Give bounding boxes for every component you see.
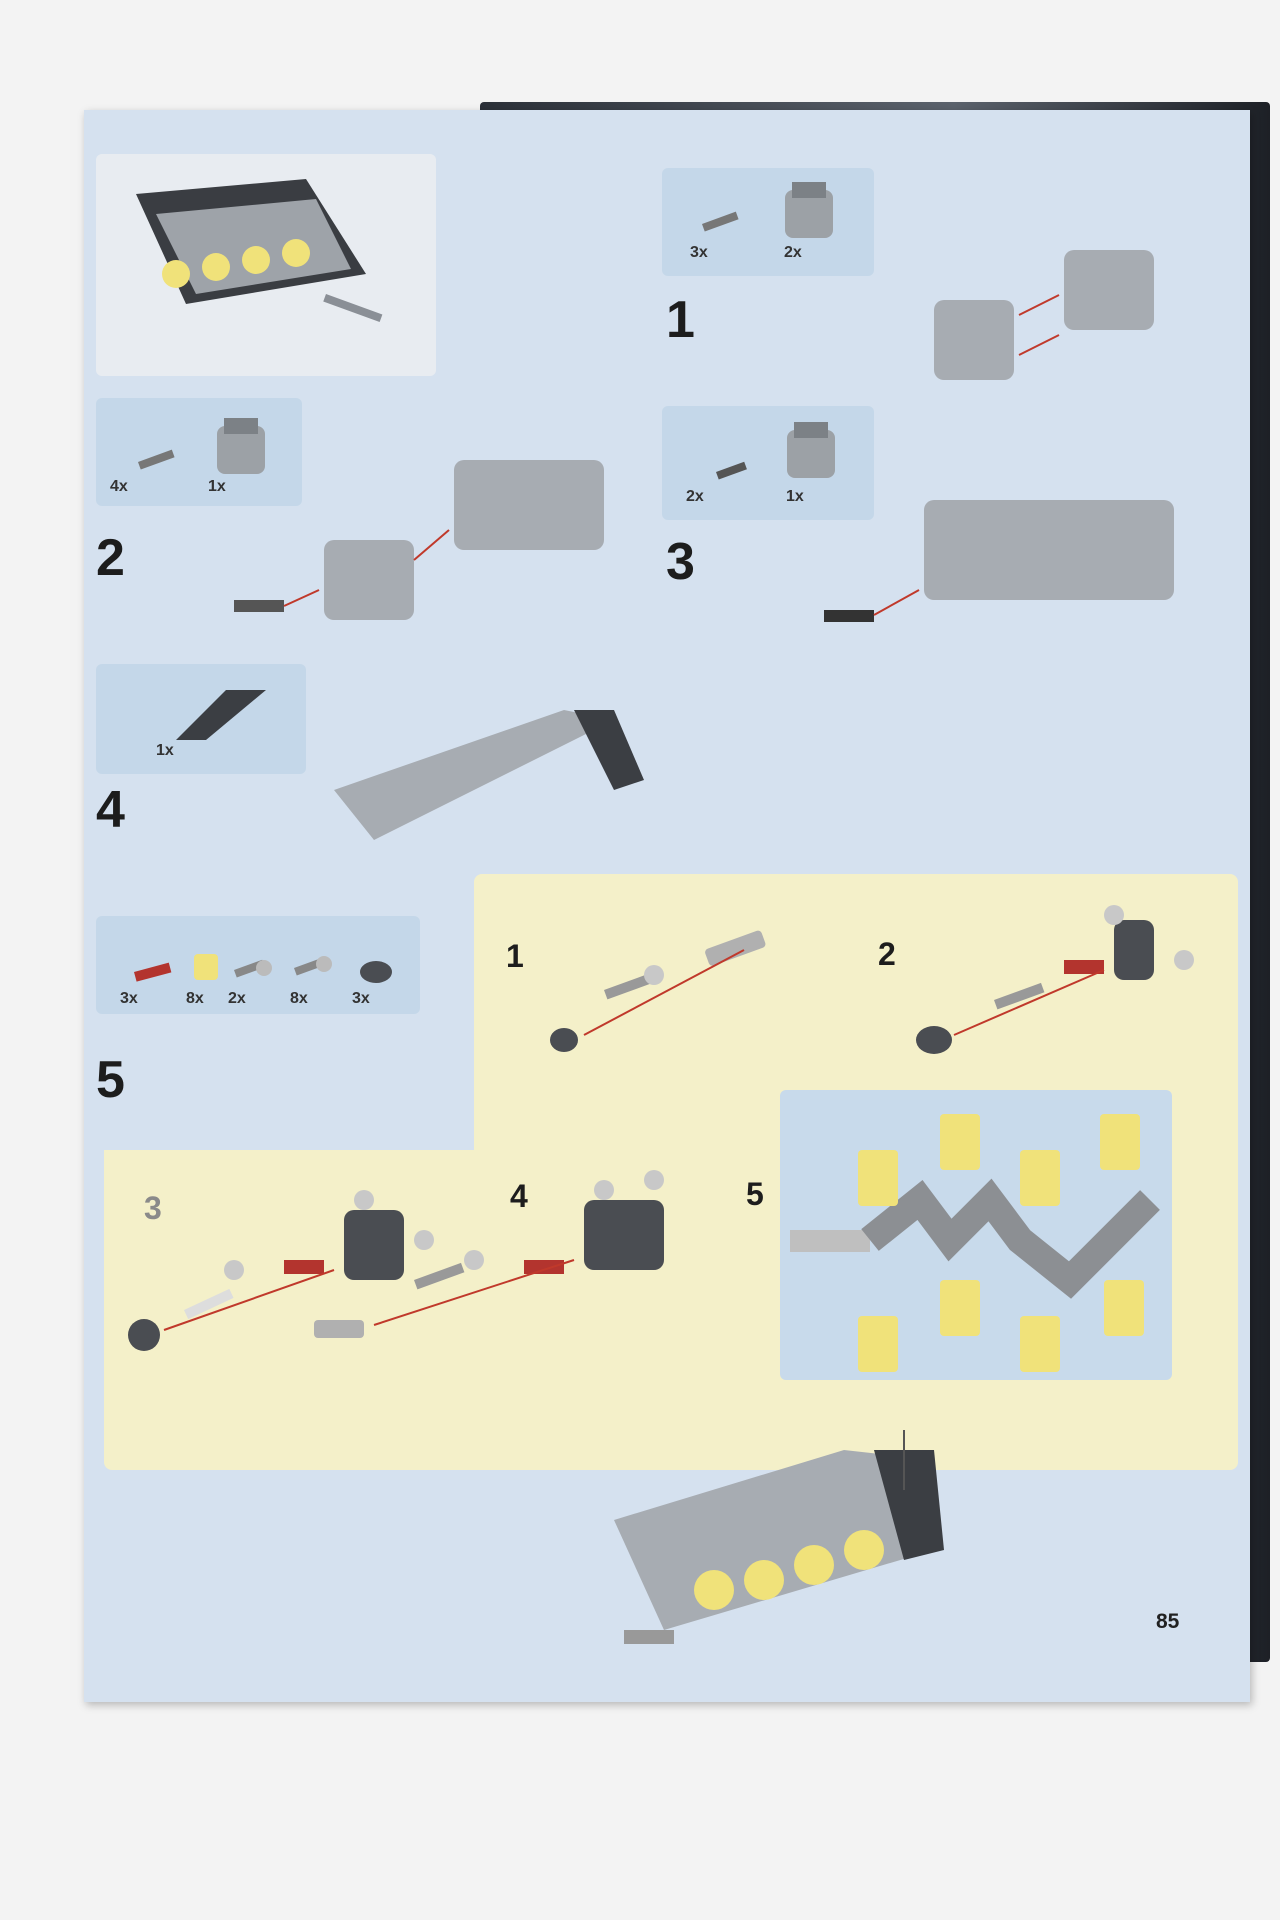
rod-part-icon bbox=[294, 956, 332, 976]
assembled-engine-illustration bbox=[136, 179, 383, 323]
step-number: 4 bbox=[96, 781, 125, 839]
part-qty: 2x bbox=[686, 488, 704, 505]
piston bbox=[1020, 1316, 1060, 1372]
substep-number: 1 bbox=[506, 938, 524, 974]
substep-number: 2 bbox=[878, 936, 896, 972]
part-qty: 3x bbox=[352, 990, 370, 1007]
parts-callout-step2: 4x 1x bbox=[96, 398, 302, 506]
piston bbox=[858, 1150, 898, 1206]
connector-part-icon bbox=[233, 959, 272, 978]
axle-part-icon bbox=[134, 962, 172, 982]
final-engine-assembly-illustration bbox=[614, 1430, 944, 1644]
parts-callout-step3: 2x 1x bbox=[662, 406, 874, 520]
cylinder-part-icon bbox=[787, 422, 835, 478]
piston bbox=[858, 1316, 898, 1372]
step-number: 1 bbox=[666, 291, 695, 349]
parts-callout-step4: 1x bbox=[96, 664, 306, 774]
piston bbox=[940, 1280, 980, 1336]
piston-part-icon bbox=[194, 954, 218, 980]
substep2-illustration bbox=[916, 905, 1194, 1054]
parts-callout-step5: 3x 8x 2x 8x 3x bbox=[96, 916, 420, 1014]
substep-number: 5 bbox=[746, 1176, 764, 1212]
crank-part-icon bbox=[360, 961, 392, 983]
cylinder-part-icon bbox=[785, 182, 833, 238]
step1-assembly-illustration bbox=[934, 250, 1154, 380]
substep4-illustration bbox=[314, 1170, 664, 1338]
step-number: 3 bbox=[666, 533, 695, 591]
pin-part-icon bbox=[716, 461, 747, 480]
part-qty: 3x bbox=[120, 990, 138, 1007]
piston bbox=[1020, 1150, 1060, 1206]
part-qty: 2x bbox=[784, 244, 802, 261]
step3-assembly-illustration bbox=[824, 500, 1174, 622]
part-qty: 3x bbox=[690, 244, 708, 261]
part-qty: 2x bbox=[228, 990, 246, 1007]
part-qty: 8x bbox=[186, 990, 204, 1007]
step-number: 2 bbox=[96, 529, 125, 587]
cylinder-part-icon bbox=[217, 418, 265, 474]
step4-assembly-illustration bbox=[334, 710, 644, 840]
piston bbox=[1100, 1114, 1140, 1170]
parts-callout-step1: 3x 2x bbox=[662, 168, 874, 276]
piston bbox=[940, 1114, 980, 1170]
part-qty: 1x bbox=[208, 478, 226, 495]
step-number: 5 bbox=[96, 1051, 125, 1109]
pin-part-icon bbox=[702, 211, 739, 232]
part-qty: 8x bbox=[290, 990, 308, 1007]
part-qty: 1x bbox=[156, 742, 174, 759]
step2-assembly-illustration bbox=[234, 460, 604, 620]
substep3-illustration bbox=[128, 1190, 434, 1351]
pin-part-icon bbox=[138, 449, 175, 470]
substep-number: 4 bbox=[510, 1178, 528, 1214]
part-qty: 1x bbox=[786, 488, 804, 505]
beam-part-icon bbox=[176, 690, 266, 740]
instruction-page: 3x 2x 1 4x 1x 2 2 bbox=[84, 110, 1250, 1702]
piston bbox=[1104, 1280, 1144, 1336]
crankshaft-result-panel bbox=[780, 1090, 1172, 1380]
page-number: 85 bbox=[1156, 1610, 1180, 1633]
hero-engine-panel bbox=[96, 154, 436, 376]
substep-number: 3 bbox=[144, 1190, 162, 1226]
part-qty: 4x bbox=[110, 478, 128, 495]
substep1-illustration bbox=[550, 930, 766, 1052]
crankshaft-with-pistons-illustration bbox=[790, 1114, 1160, 1372]
